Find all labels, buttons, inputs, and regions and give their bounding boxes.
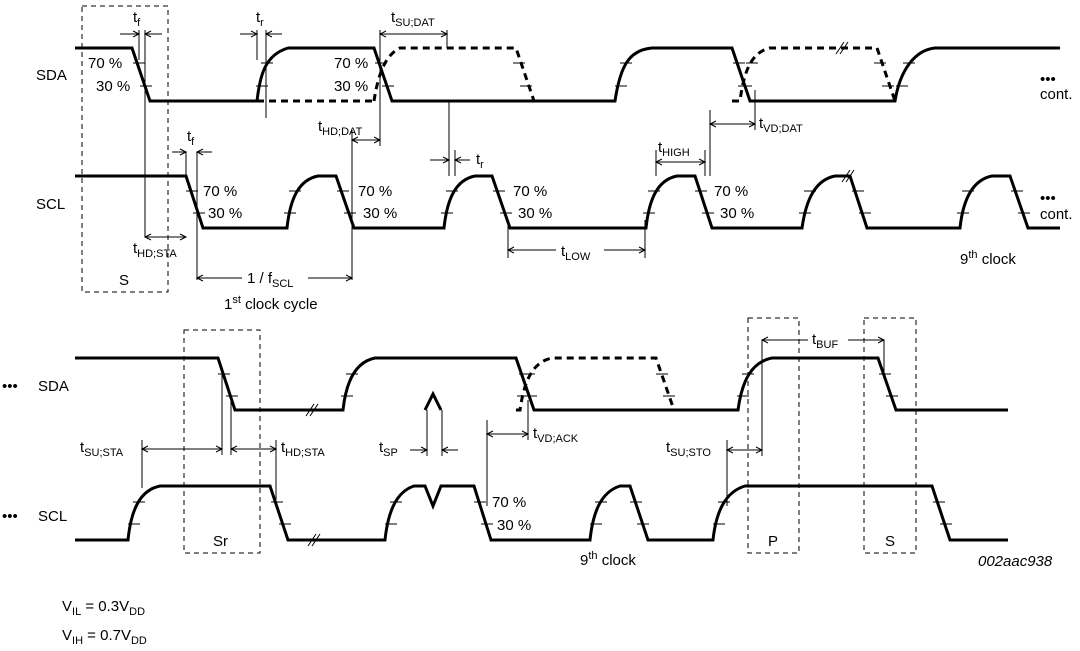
tvd-ack-label: tVD;ACK <box>533 425 579 445</box>
scl-bottom-30-label: 30 % <box>497 517 531 534</box>
thd-sta-label-bottom: tHD;STA <box>281 439 325 459</box>
sda-top-30-label-2: 30 % <box>334 78 368 95</box>
sda-waveform-bottom <box>75 356 1008 412</box>
sda-bottom-ticks <box>218 373 898 397</box>
break-mark-sda-top <box>835 41 849 55</box>
sda-top-70-label-1: 70 % <box>88 55 122 72</box>
scl-top-70-label-4: 70 % <box>714 183 748 200</box>
first-clock-cycle-label: 1st clock cycle <box>224 294 318 313</box>
sda-waveform-top <box>75 46 1060 103</box>
tlow-label: tLOW <box>561 243 591 263</box>
scl-top-ticks <box>186 190 1030 214</box>
sda-dashed-bottom <box>516 356 676 412</box>
thigh-label: tHIGH <box>658 139 690 159</box>
scl-top-cont: cont. <box>1040 206 1073 223</box>
repeated-start-box <box>183 329 261 554</box>
scl-top-ellipsis: ••• <box>1040 190 1056 207</box>
scl-label-bottom: SCL <box>38 508 67 525</box>
sda-top-ticks <box>133 62 915 87</box>
scl-top-70-label-3: 70 % <box>513 183 547 200</box>
sda-ellipsis-bottom: ••• <box>2 378 18 395</box>
top-reference-lines <box>138 30 756 280</box>
bottom-reference-lines <box>141 340 885 506</box>
ninth-clock-label-bottom: 9th clock <box>580 550 636 569</box>
sda-label-top: SDA <box>36 67 67 84</box>
tsp-label: tSP <box>379 439 398 459</box>
scl-waveform-top <box>75 174 1060 230</box>
tsu-sto-label: tSU;STO <box>666 439 711 459</box>
scl-label-top: SCL <box>36 196 65 213</box>
scl-top-30-label-3: 30 % <box>518 205 552 222</box>
start-condition-box <box>81 5 169 293</box>
figure-id: 002aac938 <box>978 553 1053 570</box>
thd-dat-label: tHD;DAT <box>318 118 363 138</box>
tvd-dat-label: tVD;DAT <box>759 115 803 135</box>
sda-dashed-top-1 <box>257 46 536 103</box>
tr-label-scl: tr <box>476 151 484 171</box>
stop-condition-box <box>747 317 800 554</box>
tf-label-scl: tf <box>187 128 195 148</box>
break-mark-sda-bottom <box>305 403 319 417</box>
thd-sta-label-top: tHD;STA <box>133 240 177 260</box>
tsu-sta-label: tSU;STA <box>80 439 124 459</box>
scl-top-70-label-2: 70 % <box>358 183 392 200</box>
start-condition-label: S <box>119 272 129 289</box>
sda-top-70-label-2: 70 % <box>334 55 368 72</box>
vil-legend: VIL = 0.3VDD <box>62 598 145 618</box>
scl-bottom-ticks <box>128 501 952 525</box>
sda-label-bottom: SDA <box>38 378 69 395</box>
scl-bottom-70-label: 70 % <box>492 494 526 511</box>
sda-dashed-top-2 <box>732 46 897 103</box>
sda-top-30-label-1: 30 % <box>96 78 130 95</box>
scl-ellipsis-bottom: ••• <box>2 508 18 525</box>
ninth-clock-label-top: 9th clock <box>960 249 1016 268</box>
start-condition-box-2 <box>863 317 917 554</box>
tsu-dat-label: tSU;DAT <box>391 9 435 29</box>
scl-top-30-label-2: 30 % <box>363 205 397 222</box>
scl-top-70-label-1: 70 % <box>203 183 237 200</box>
sda-top-ellipsis: ••• <box>1040 71 1056 88</box>
tf-label-sda: tf <box>133 9 141 29</box>
start-condition-label-2: S <box>885 533 895 550</box>
break-mark-scl-top <box>841 169 855 183</box>
vih-legend: VIH = 0.7VDD <box>62 627 147 647</box>
period-label: 1 / fSCL <box>247 270 293 290</box>
tr-label-sda: tr <box>256 9 264 29</box>
bottom-timing-arrows <box>140 336 886 454</box>
scl-top-30-label-1: 30 % <box>208 205 242 222</box>
break-mark-scl-bottom <box>307 533 321 547</box>
scl-waveform-bottom <box>75 484 1008 542</box>
sda-top-cont: cont. <box>1040 86 1073 103</box>
tbuf-label: tBUF <box>812 331 838 351</box>
stop-condition-label: P <box>768 533 778 550</box>
scl-top-30-label-4: 30 % <box>720 205 754 222</box>
repeated-start-label: Sr <box>213 533 228 550</box>
sda-glitch <box>423 390 443 411</box>
top-timing-arrows <box>120 30 757 282</box>
